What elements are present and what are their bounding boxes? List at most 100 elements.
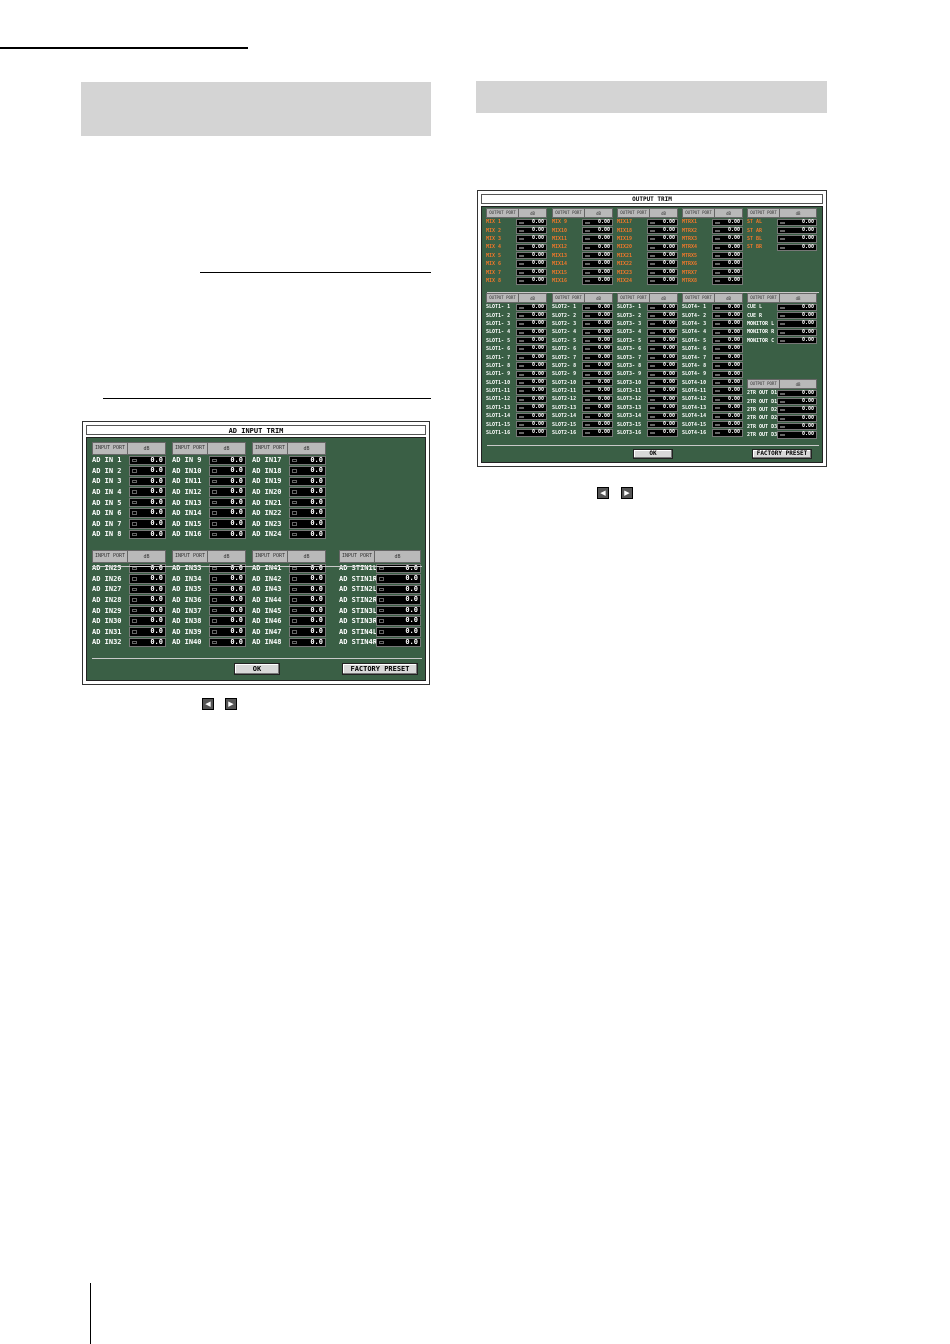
trim-value-field[interactable]: 0.0 xyxy=(289,616,326,627)
trim-value-field[interactable]: 0.00 xyxy=(647,370,678,379)
trim-value-field[interactable]: 0.00 xyxy=(516,370,547,379)
trim-value-field[interactable]: 0.00 xyxy=(777,423,817,431)
trim-value-field[interactable]: 0.00 xyxy=(777,320,817,328)
trim-value-field[interactable]: 0.00 xyxy=(516,277,547,285)
trim-value-field[interactable]: 0.0 xyxy=(129,529,166,540)
trim-value-field[interactable]: 0.00 xyxy=(647,277,678,285)
trim-value-field[interactable]: 0.00 xyxy=(712,328,743,337)
trim-value-field[interactable]: 0.0 xyxy=(129,605,166,616)
trim-value-field[interactable]: 0.00 xyxy=(516,412,547,420)
trim-value-field[interactable]: 0.00 xyxy=(582,311,613,320)
trim-value-field[interactable]: 0.0 xyxy=(209,529,246,540)
trim-value-field[interactable]: 0.00 xyxy=(582,362,613,370)
trim-value-field[interactable]: 0.0 xyxy=(289,637,326,648)
trim-value-field[interactable]: 0.00 xyxy=(516,379,547,387)
trim-value-field[interactable]: 0.00 xyxy=(647,303,678,311)
trim-value-field[interactable]: 0.0 xyxy=(209,574,246,584)
ad-ok-button[interactable]: OK xyxy=(234,663,280,675)
trim-value-field[interactable]: 0.0 xyxy=(129,476,166,487)
trim-value-field[interactable]: 0.0 xyxy=(376,584,421,595)
trim-value-field[interactable]: 0.0 xyxy=(289,519,326,529)
trim-value-field[interactable]: 0.0 xyxy=(376,605,421,616)
trim-value-field[interactable]: 0.0 xyxy=(289,627,326,637)
trim-value-field[interactable]: 0.0 xyxy=(129,574,166,584)
trim-value-field[interactable]: 0.0 xyxy=(289,595,326,605)
trim-value-field[interactable]: 0.00 xyxy=(712,370,743,379)
trim-value-field[interactable]: 0.00 xyxy=(777,431,817,439)
trim-value-field[interactable]: 0.00 xyxy=(582,328,613,337)
trim-value-field[interactable]: 0.00 xyxy=(647,226,678,235)
trim-value-field[interactable]: 0.00 xyxy=(516,337,547,345)
trim-value-field[interactable]: 0.0 xyxy=(289,563,326,574)
trim-value-field[interactable]: 0.00 xyxy=(712,379,743,387)
trim-value-field[interactable]: 0.00 xyxy=(516,429,547,437)
trim-value-field[interactable]: 0.00 xyxy=(712,268,743,277)
trim-value-field[interactable]: 0.0 xyxy=(209,616,246,627)
trim-value-field[interactable]: 0.00 xyxy=(516,395,547,404)
trim-value-field[interactable]: 0.00 xyxy=(516,252,547,260)
trim-value-field[interactable]: 0.0 xyxy=(209,584,246,595)
trim-value-field[interactable]: 0.0 xyxy=(289,584,326,595)
trim-value-field[interactable]: 0.00 xyxy=(582,337,613,345)
trim-value-field[interactable]: 0.00 xyxy=(777,235,817,243)
trim-value-field[interactable]: 0.00 xyxy=(582,260,613,268)
ad-factory-preset-button[interactable]: FACTORY PRESET xyxy=(342,663,418,675)
trim-value-field[interactable]: 0.00 xyxy=(712,235,743,243)
trim-value-field[interactable]: 0.0 xyxy=(289,466,326,476)
trim-value-field[interactable]: 0.00 xyxy=(647,268,678,277)
trim-value-field[interactable]: 0.00 xyxy=(712,353,743,362)
trim-value-field[interactable]: 0.00 xyxy=(516,353,547,362)
trim-value-field[interactable]: 0.00 xyxy=(777,311,817,320)
trim-value-field[interactable]: 0.0 xyxy=(376,616,421,627)
trim-value-field[interactable]: 0.00 xyxy=(647,328,678,337)
trim-value-field[interactable]: 0.00 xyxy=(712,412,743,420)
trim-value-field[interactable]: 0.00 xyxy=(647,420,678,429)
trim-value-field[interactable]: 0.00 xyxy=(516,226,547,235)
trim-value-field[interactable]: 0.00 xyxy=(582,218,613,226)
trim-value-field[interactable]: 0.0 xyxy=(289,508,326,519)
trim-value-field[interactable]: 0.0 xyxy=(129,637,166,648)
trim-value-field[interactable]: 0.0 xyxy=(129,497,166,508)
trim-value-field[interactable]: 0.00 xyxy=(647,337,678,345)
trim-value-field[interactable]: 0.00 xyxy=(712,345,743,353)
trim-value-field[interactable]: 0.00 xyxy=(516,387,547,395)
trim-value-field[interactable]: 0.0 xyxy=(289,497,326,508)
trim-value-field[interactable]: 0.00 xyxy=(777,226,817,235)
trim-value-field[interactable]: 0.0 xyxy=(289,476,326,487)
trim-value-field[interactable]: 0.0 xyxy=(129,487,166,497)
trim-value-field[interactable]: 0.0 xyxy=(129,616,166,627)
trim-value-field[interactable]: 0.0 xyxy=(129,519,166,529)
out-factory-preset-button[interactable]: FACTORY PRESET xyxy=(752,449,812,459)
trim-value-field[interactable]: 0.0 xyxy=(209,476,246,487)
trim-value-field[interactable]: 0.00 xyxy=(647,353,678,362)
trim-value-field[interactable]: 0.0 xyxy=(209,627,246,637)
trim-value-field[interactable]: 0.00 xyxy=(712,337,743,345)
trim-value-field[interactable]: 0.0 xyxy=(209,595,246,605)
trim-value-field[interactable]: 0.00 xyxy=(582,420,613,429)
trim-value-field[interactable]: 0.0 xyxy=(209,508,246,519)
trim-value-field[interactable]: 0.00 xyxy=(516,268,547,277)
trim-value-field[interactable]: 0.0 xyxy=(209,637,246,648)
trim-value-field[interactable]: 0.00 xyxy=(516,420,547,429)
trim-value-field[interactable]: 0.00 xyxy=(647,252,678,260)
trim-value-field[interactable]: 0.0 xyxy=(289,605,326,616)
trim-value-field[interactable]: 0.0 xyxy=(209,466,246,476)
trim-value-field[interactable]: 0.00 xyxy=(777,397,817,406)
trim-value-field[interactable]: 0.00 xyxy=(516,218,547,226)
trim-value-field[interactable]: 0.00 xyxy=(777,337,817,345)
trim-value-field[interactable]: 0.00 xyxy=(647,218,678,226)
trim-value-field[interactable]: 0.00 xyxy=(647,404,678,412)
trim-value-field[interactable]: 0.0 xyxy=(376,574,421,584)
trim-value-field[interactable]: 0.0 xyxy=(376,637,421,648)
trim-value-field[interactable]: 0.0 xyxy=(129,563,166,574)
trim-value-field[interactable]: 0.00 xyxy=(516,243,547,252)
trim-value-field[interactable]: 0.0 xyxy=(129,508,166,519)
trim-value-field[interactable]: 0.00 xyxy=(647,395,678,404)
trim-value-field[interactable]: 0.00 xyxy=(582,345,613,353)
trim-value-field[interactable]: 0.0 xyxy=(376,627,421,637)
trim-value-field[interactable]: 0.00 xyxy=(647,429,678,437)
trim-value-field[interactable]: 0.0 xyxy=(376,595,421,605)
trim-value-field[interactable]: 0.00 xyxy=(582,412,613,420)
trim-value-field[interactable]: 0.0 xyxy=(289,487,326,497)
trim-value-field[interactable]: 0.0 xyxy=(376,563,421,574)
